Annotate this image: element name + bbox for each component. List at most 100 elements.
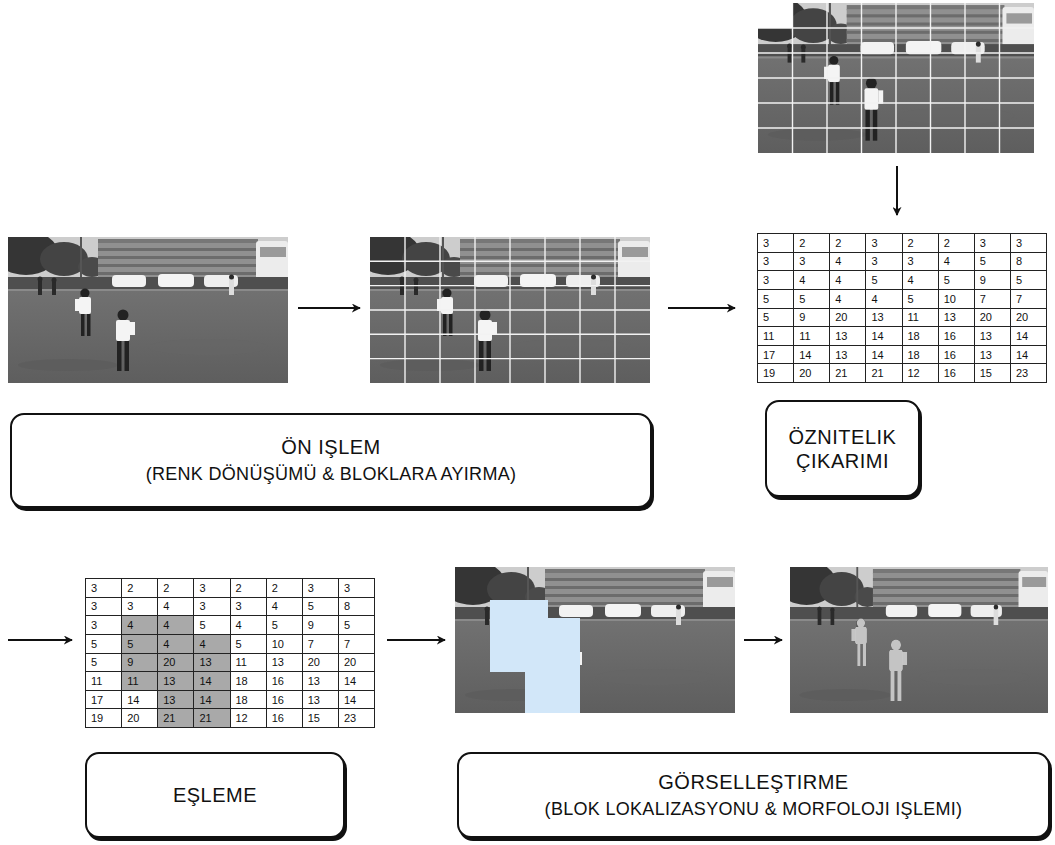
table-cell: 4 [267,598,302,616]
table-cell: 18 [231,691,266,709]
table-cell: 5 [975,253,1010,271]
table-cell: 7 [303,635,338,653]
table-cell: 11 [122,672,157,690]
table-cell: 10 [267,635,302,653]
table-cell: 3 [194,598,229,616]
flow-arrow [8,639,72,641]
table-cell: 13 [866,309,901,327]
table-cell: 12 [903,364,938,382]
table-cell: 8 [339,598,374,616]
table-cell: 13 [830,346,865,364]
table-cell: 5 [86,654,121,672]
table-cell: 3 [231,598,266,616]
table-cell: 9 [794,309,829,327]
table-cell: 2 [158,579,193,597]
table-cell: 16 [267,709,302,727]
stage-box: ÖZNITELIK ÇIKARIMI [765,400,920,497]
table-cell: 13 [975,346,1010,364]
table-cell: 15 [303,709,338,727]
table-cell: 13 [303,672,338,690]
table-cell: 14 [866,327,901,345]
table-cell: 13 [975,327,1010,345]
table-cell: 3 [975,234,1010,252]
table-cell: 3 [194,579,229,597]
table-cell: 14 [194,691,229,709]
flow-arrow [896,166,898,215]
table-cell: 20 [122,709,157,727]
table-cell: 16 [267,691,302,709]
table-cell: 5 [758,309,793,327]
table-cell: 14 [122,691,157,709]
table-cell: 11 [794,327,829,345]
flow-arrow [298,307,360,309]
table-cell: 14 [1011,327,1046,345]
table-cell: 17 [758,346,793,364]
flow-arrow [744,639,782,641]
table-cell: 20 [303,654,338,672]
highlight-block [758,3,793,28]
table-cell: 3 [1011,234,1046,252]
table-cell: 4 [939,253,974,271]
stage-title: EŞLEME [173,783,257,807]
table-cell: 4 [158,598,193,616]
table-cell: 3 [122,598,157,616]
table-cell: 7 [1011,290,1046,308]
table-cell: 8 [1011,253,1046,271]
table-cell: 3 [758,271,793,289]
table-cell: 20 [794,364,829,382]
photo [0,231,288,383]
table-cell: 4 [122,616,157,634]
table-cell: 3 [794,253,829,271]
table-cell: 3 [86,616,121,634]
table-cell: 5 [939,271,974,289]
table-cell: 4 [866,290,901,308]
table-cell: 20 [830,309,865,327]
stage-subtitle: (BLOK LOKALIZASYONU & MORFOLOJI IŞLEMI) [545,798,963,821]
table-cell: 17 [86,691,121,709]
table-cell: 13 [303,691,338,709]
table-cell: 21 [866,364,901,382]
photo-morphology [777,561,1048,713]
table-cell: 7 [339,635,374,653]
flow-arrow [387,639,445,641]
block-grid [370,237,650,383]
table-cell: 5 [267,616,302,634]
table-cell: 5 [122,635,157,653]
table-cell: 3 [303,579,338,597]
table-cell: 14 [194,672,229,690]
table-cell: 3 [866,234,901,252]
table-cell: 20 [339,654,374,672]
table-cell: 2 [122,579,157,597]
photo-original [0,231,288,383]
table-cell: 3 [339,579,374,597]
table-cell: 13 [267,654,302,672]
table-cell: 13 [939,309,974,327]
table-cell: 11 [758,327,793,345]
table-cell: 14 [1011,346,1046,364]
stage-title: ÖN IŞLEM [281,435,381,459]
table-cell: 15 [975,364,1010,382]
table-cell: 20 [975,309,1010,327]
photo [441,561,735,713]
table-cell: 4 [158,635,193,653]
block-grid [758,3,1034,153]
table-cell: 13 [158,691,193,709]
table-cell: 14 [794,346,829,364]
stage-title: GÖRSELLEŞTIRME [658,770,848,794]
table-cell: 18 [903,346,938,364]
table-cell: 4 [830,290,865,308]
table-cell: 3 [86,579,121,597]
photo-grid-top [744,0,1034,153]
stage-box: EŞLEME [85,752,345,838]
feature-table: 3223223333433458344545955544510775920131… [757,233,1047,383]
flow-arrows [8,166,897,640]
table-cell: 3 [903,253,938,271]
table-cell: 18 [903,327,938,345]
table-cell: 16 [939,327,974,345]
table-cell: 3 [758,253,793,271]
photo [356,231,650,383]
table-cell: 11 [231,654,266,672]
table-cell: 5 [231,635,266,653]
table-cell: 2 [231,579,266,597]
